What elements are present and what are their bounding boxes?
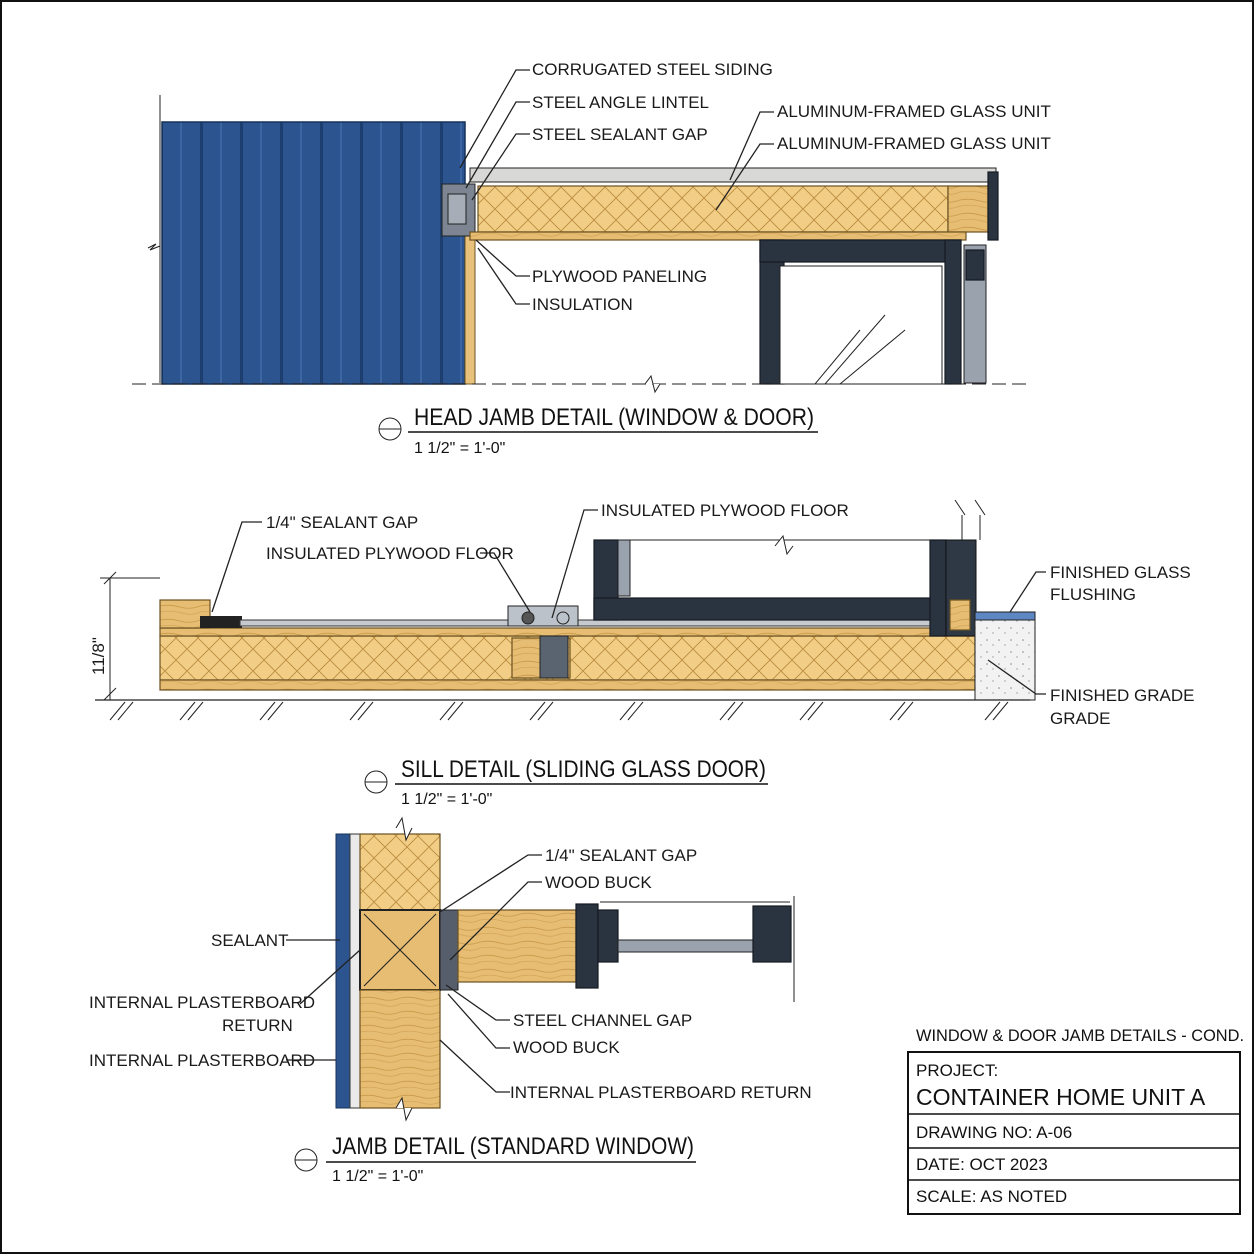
label-plywood-paneling: PLYWOOD PANELING — [532, 267, 707, 286]
label-plasterboard-return-1: INTERNAL PLASTERBOARD — [89, 993, 315, 1012]
drawing-number: DRAWING NO: A-06 — [916, 1123, 1072, 1142]
grade-concrete — [974, 619, 1036, 701]
label-jamb-sealant-gap: 1/4" SEALANT GAP — [545, 846, 697, 865]
label-wood-buck-bottom: WOOD BUCK — [513, 1038, 620, 1057]
head-detail-title: HEAD JAMB DETAIL (WINDOW & DOOR) — [414, 404, 814, 431]
steel-channel-gap — [439, 909, 459, 991]
label-insulation: INSULATION — [532, 295, 633, 314]
glass-flushing — [974, 611, 1036, 621]
door-frame-head — [759, 239, 961, 263]
label-grade: GRADE — [1050, 709, 1110, 728]
project-name: CONTAINER HOME UNIT A — [916, 1084, 1206, 1110]
label-steel-angle-lintel: STEEL ANGLE LINTEL — [532, 93, 709, 112]
label-steel-channel-gap: STEEL CHANNEL GAP — [513, 1011, 692, 1030]
label-steel-sealant-gap: STEEL SEALANT GAP — [532, 125, 708, 144]
drawing-scale: SCALE: AS NOTED — [916, 1187, 1067, 1206]
head-jamb-detail: HEAD JAMB DETAIL (WINDOW & DOOR) 1 1/2" … — [132, 60, 1051, 457]
sill-detail-scale: 1 1/2" = 1'-0" — [401, 791, 492, 808]
label-plasterboard-return-right: INTERNAL PLASTERBOARD RETURN — [510, 1083, 812, 1102]
sill-detail-title: SILL DETAIL (SLIDING GLASS DOOR) — [401, 756, 766, 783]
label-sealant: SEALANT — [211, 931, 288, 950]
label-insulated-floor-top: INSULATED PLYWOOD FLOOR — [601, 501, 849, 520]
label-aluminum-glass-unit-2: ALUMINUM-FRAMED GLASS UNIT — [777, 134, 1051, 153]
glazing-unit — [617, 939, 754, 953]
label-internal-plasterboard: INTERNAL PLASTERBOARD — [89, 1051, 315, 1070]
head-insulation — [477, 185, 949, 233]
drawing-date: DATE: OCT 2023 — [916, 1155, 1048, 1174]
jamb-insulation — [359, 833, 441, 911]
label-finished-grade: FINISHED GRADE — [1050, 686, 1195, 705]
label-aluminum-glass-unit-1: ALUMINUM-FRAMED GLASS UNIT — [777, 102, 1051, 121]
jamb-steel-wall — [335, 833, 351, 1109]
label-insulated-floor-left: INSULATED PLYWOOD FLOOR — [266, 544, 514, 563]
jamb-detail: JAMB DETAIL (STANDARD WINDOW) 1 1/2" = 1… — [89, 816, 812, 1185]
corrugated-steel-siding — [161, 121, 466, 385]
sheet-title: WINDOW & DOOR JAMB DETAILS - COND. — [916, 1026, 1244, 1045]
jamb-detail-title: JAMB DETAIL (STANDARD WINDOW) — [332, 1133, 694, 1160]
steel-channel — [539, 635, 569, 679]
project-label: PROJECT: — [916, 1061, 998, 1080]
sill-dimension: 11/8" — [89, 637, 108, 675]
label-corrugated-siding: CORRUGATED STEEL SIDING — [532, 60, 773, 79]
label-finished-glass: FINISHED GLASS — [1050, 563, 1191, 582]
label-flushing: FLUSHING — [1050, 585, 1136, 604]
label-wood-buck-top: WOOD BUCK — [545, 873, 652, 892]
head-detail-scale: 1 1/2" = 1'-0" — [414, 440, 505, 457]
label-plasterboard-return-2: RETURN — [222, 1016, 293, 1035]
label-sill-sealant-gap: 1/4" SEALANT GAP — [266, 513, 418, 532]
title-block: WINDOW & DOOR JAMB DETAILS - COND. PROJE… — [907, 1026, 1244, 1215]
internal-plasterboard — [349, 833, 361, 1109]
jamb-detail-scale: 1 1/2" = 1'-0" — [332, 1168, 423, 1185]
wood-buck-bottom — [359, 989, 441, 1109]
roof-top-plate — [469, 167, 997, 183]
sill-detail: 11/8" SILL DETAIL (SLIDING GLASS DOOR) 1… — [89, 499, 1195, 808]
